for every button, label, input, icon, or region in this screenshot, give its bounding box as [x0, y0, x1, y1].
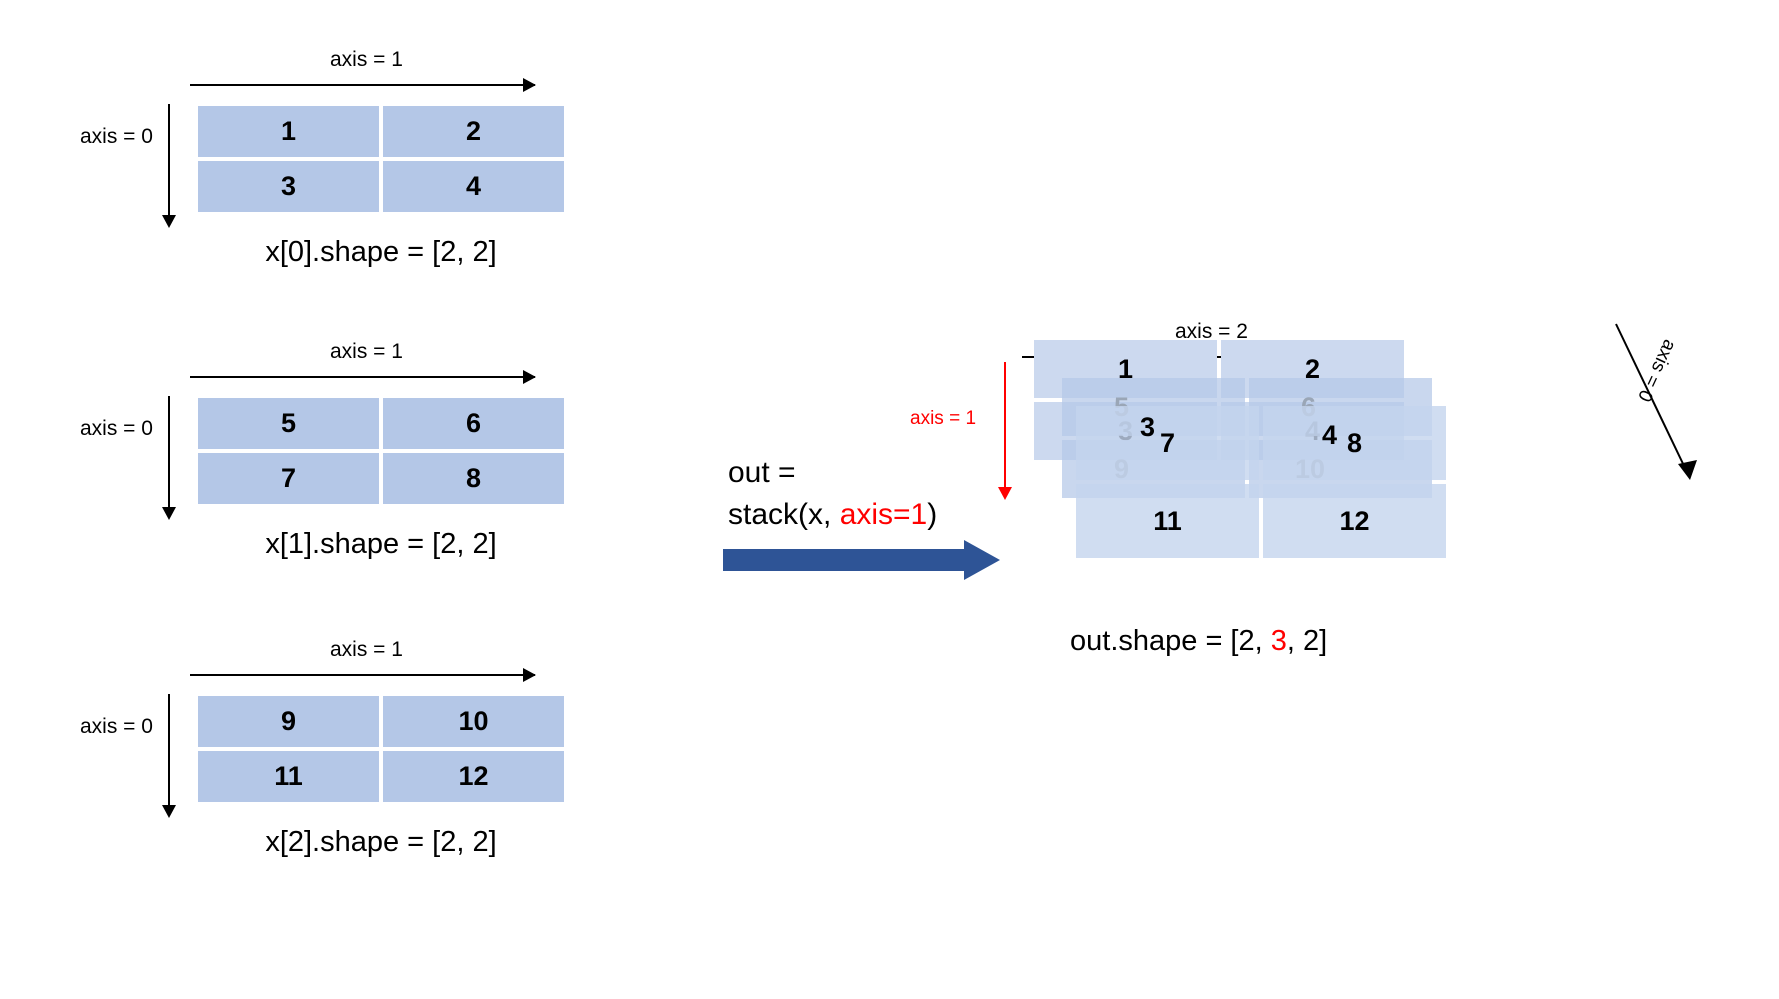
cell: 12: [383, 751, 564, 802]
axis0-arrow-icon: [162, 396, 176, 520]
cell: 10: [383, 696, 564, 747]
cell: 12: [1263, 484, 1446, 558]
output-caption: out.shape = [2, 3, 2]: [1070, 625, 1327, 658]
cell: 4: [383, 161, 564, 212]
cell: 5: [198, 398, 379, 449]
axis1-label: axis = 1: [330, 48, 403, 71]
input-grid-2: 9 10 11 12: [198, 696, 564, 802]
cell: 11: [1076, 484, 1259, 558]
axis2-label: axis = 2: [1175, 320, 1248, 343]
axis1-arrow-icon: [190, 668, 536, 682]
axis0-label: axis = 0: [80, 715, 153, 738]
caption-suffix: , 2]: [1286, 625, 1328, 657]
overlay-value-4: 4: [1322, 420, 1338, 450]
axis0-label: axis = 0: [80, 417, 153, 440]
input-caption-0: x[0].shape = [2, 2]: [265, 236, 497, 268]
formula-suffix: ): [927, 498, 938, 531]
formula-line-2: stack(x, axis=1): [728, 494, 937, 536]
axis0-arrow-icon: [162, 694, 176, 818]
front-layer: 7 8 11 12: [1076, 406, 1446, 558]
cell: 7: [198, 453, 379, 504]
input-caption-2: x[2].shape = [2, 2]: [265, 826, 497, 858]
caption-prefix: out.shape = [2,: [1070, 625, 1271, 657]
axis1-label: axis = 1: [330, 638, 403, 661]
formula-highlight: axis=1: [839, 498, 928, 531]
axis1-label: axis = 1: [910, 408, 977, 429]
cell: 8: [383, 453, 564, 504]
formula-prefix: stack(x,: [728, 498, 840, 531]
cell: 3: [198, 161, 379, 212]
formula-line-1: out =: [728, 456, 796, 489]
input-grid-1: 5 6 7 8: [198, 398, 564, 504]
cell: 1: [198, 106, 379, 157]
axis1-label: axis = 1: [330, 340, 403, 363]
axis0-diagonal-arrow-icon: [1615, 323, 1697, 480]
caption-highlight: 3: [1270, 625, 1287, 657]
axis1-arrow-icon: [190, 78, 536, 92]
cell: 2: [383, 106, 564, 157]
operation-formula: out = stack(x, axis=1): [728, 452, 937, 536]
axis0-arrow-icon: [162, 104, 176, 228]
overlay-value-3: 3: [1140, 412, 1156, 442]
input-grid-0: 1 2 3 4: [198, 106, 564, 212]
axis1-arrow-icon: [190, 370, 536, 384]
cell: 6: [383, 398, 564, 449]
cell: 11: [198, 751, 379, 802]
axis0-label: axis = 0: [80, 125, 153, 148]
cell: 7: [1076, 406, 1259, 480]
axis1-arrow-icon: [998, 362, 1012, 500]
right-arrow-icon: [723, 540, 1000, 580]
cell: 8: [1263, 406, 1446, 480]
output-stack: axis = 2 axis = 1 axis = 0 1 2 3 4 5 6 9…: [910, 320, 1720, 700]
input-caption-1: x[1].shape = [2, 2]: [265, 528, 497, 560]
cell: 9: [198, 696, 379, 747]
